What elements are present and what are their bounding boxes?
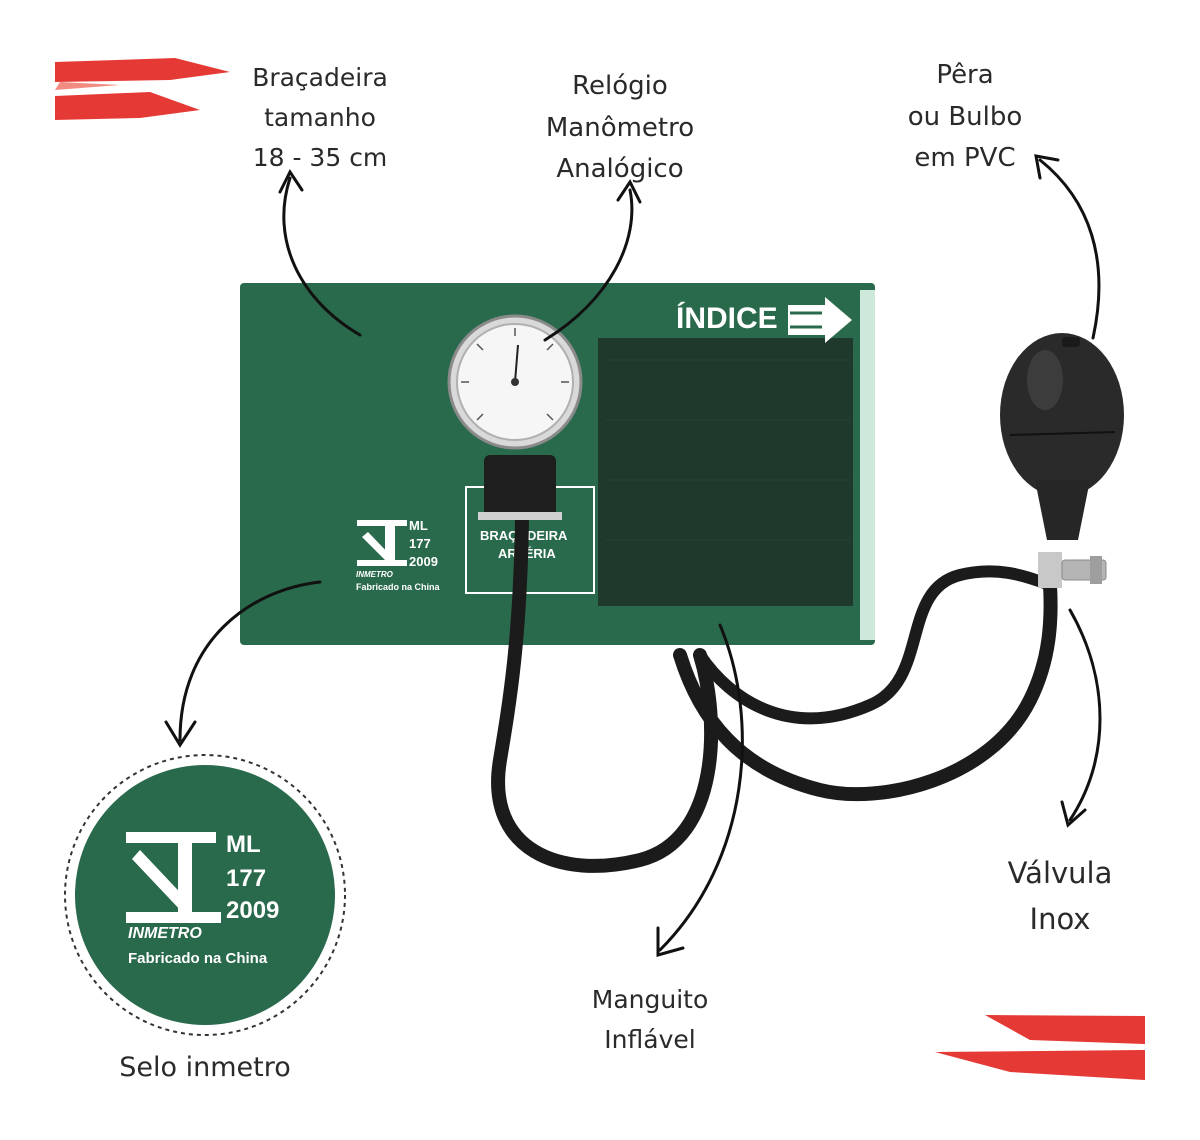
seal-brand: INMETRO bbox=[128, 925, 202, 942]
label-relogio-line-2: Manômetro bbox=[545, 112, 695, 143]
label-manguito-line-1: Manguito bbox=[591, 985, 709, 1014]
label-manguito: Manguito Inflável bbox=[560, 980, 740, 1060]
seal-code: ML bbox=[226, 831, 261, 858]
cuff-seal-code: ML bbox=[409, 518, 428, 533]
label-relogio-line-1: Relógio bbox=[572, 71, 668, 101]
manometer-gauge bbox=[447, 314, 583, 520]
cuff bbox=[240, 283, 875, 645]
label-valvula: Válvula Inox bbox=[985, 850, 1135, 943]
inmetro-seal-zoom bbox=[64, 754, 346, 1036]
label-bracadeira-line-3: 18 - 35 cm bbox=[252, 143, 388, 172]
seal-year: 2009 bbox=[226, 897, 279, 924]
valve bbox=[1038, 552, 1107, 588]
label-bracadeira-line-1: Braçadeira bbox=[252, 63, 388, 92]
label-pera-line-1: Pêra bbox=[936, 60, 994, 90]
label-manguito-line-2: Inflável bbox=[604, 1025, 696, 1054]
label-pera-line-3: em PVC bbox=[914, 143, 1016, 174]
label-relogio-line-3: Analógico bbox=[556, 154, 684, 185]
label-bracadeira: Braçadeira tamanho 18 - 35 cm bbox=[220, 58, 420, 178]
red-brush-top-left bbox=[55, 58, 230, 120]
index-label: ÍNDICE bbox=[676, 301, 778, 335]
label-pera-line-2: ou Bulbo bbox=[907, 101, 1023, 132]
cuff-seal-made-in: Fabricado na China bbox=[356, 582, 441, 592]
label-bracadeira-line-2: tamanho bbox=[264, 103, 376, 132]
label-selo: Selo inmetro bbox=[105, 1046, 305, 1089]
cuff-seal-year: 2009 bbox=[409, 554, 438, 569]
label-selo-text: Selo inmetro bbox=[119, 1052, 291, 1083]
label-pera: Pêra ou Bulbo em PVC bbox=[880, 55, 1050, 180]
label-valvula-line-1: Válvula bbox=[1007, 856, 1113, 890]
label-valvula-line-2: Inox bbox=[1029, 902, 1091, 937]
seal-number: 177 bbox=[226, 865, 266, 892]
bulb bbox=[1000, 333, 1124, 540]
cuff-seal-brand: INMETRO bbox=[356, 570, 394, 579]
tubes bbox=[491, 513, 1058, 873]
cuff-seal-number: 177 bbox=[409, 536, 431, 551]
label-relogio: Relógio Manômetro Analógico bbox=[520, 66, 720, 191]
red-brush-bottom-right bbox=[935, 1015, 1145, 1080]
annotation-arrows bbox=[164, 154, 1102, 957]
seal-made-in: Fabricado na China bbox=[128, 950, 268, 967]
